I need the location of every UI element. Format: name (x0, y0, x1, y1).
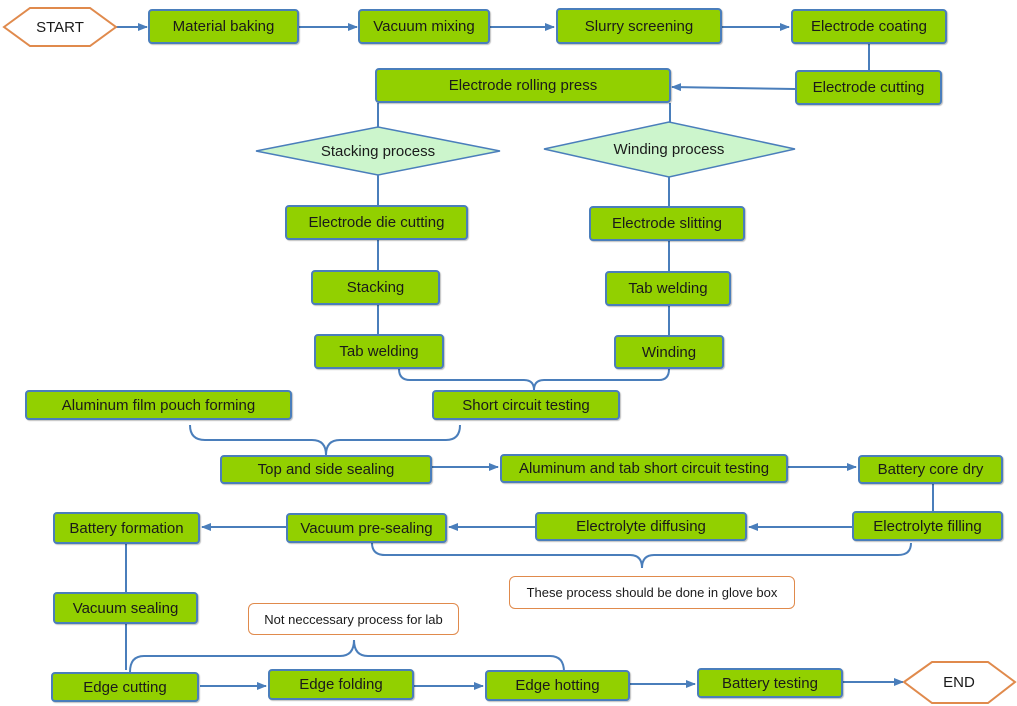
step-tab-welding-right: Tab welding (605, 271, 731, 306)
stacking-process-diamond (255, 126, 501, 176)
step-top-and-side-sealing: Top and side sealing (220, 455, 432, 484)
note-not-necessary: Not neccessary process for lab (248, 603, 459, 635)
step-vacuum-pre-sealing: Vacuum pre-sealing (286, 513, 447, 543)
brace-glove-box-group (371, 542, 912, 569)
step-electrode-die-cutting: Electrode die cutting (285, 205, 468, 240)
brace-not-necessary-group (129, 639, 565, 673)
winding-process-diamond (543, 121, 796, 178)
step-electrolyte-diffusing: Electrolyte diffusing (535, 512, 747, 541)
step-material-baking: Material baking (148, 9, 299, 44)
brace-merge-to-top-side-sealing (189, 424, 461, 456)
step-slurry-screening: Slurry screening (556, 8, 722, 44)
note-glove-box: These process should be done in glove bo… (509, 576, 795, 609)
stacking-process-label: Stacking process (321, 143, 435, 160)
step-electrode-cutting: Electrode cutting (795, 70, 942, 105)
step-stacking: Stacking (311, 270, 440, 305)
step-edge-folding: Edge folding (268, 669, 414, 700)
step-tab-welding-left: Tab welding (314, 334, 444, 369)
step-electrode-rolling-press: Electrode rolling press (375, 68, 671, 103)
arrow-cutting-to-rolling (671, 83, 796, 92)
step-battery-testing: Battery testing (697, 668, 843, 698)
brace-merge-to-short-circuit (398, 368, 670, 391)
step-electrode-slitting: Electrode slitting (589, 206, 745, 241)
step-battery-formation: Battery formation (53, 512, 200, 544)
end-terminal-shape (902, 661, 1017, 704)
step-vacuum-sealing: Vacuum sealing (53, 592, 198, 624)
winding-process-label: Winding process (614, 141, 725, 158)
step-winding: Winding (614, 335, 724, 369)
start-terminal-label: START (36, 19, 84, 36)
step-battery-core-dry: Battery core dry (858, 455, 1003, 484)
step-vacuum-mixing: Vacuum mixing (358, 9, 490, 44)
end-terminal-label: END (943, 674, 975, 691)
step-electrode-coating: Electrode coating (791, 9, 947, 44)
step-aluminum-film-pouch-forming: Aluminum film pouch forming (25, 390, 292, 420)
step-electrolyte-filling: Electrolyte filling (852, 511, 1003, 541)
step-aluminum-tab-short-circuit-testing: Aluminum and tab short circuit testing (500, 454, 788, 483)
step-short-circuit-testing: Short circuit testing (432, 390, 620, 420)
step-edge-hotting: Edge hotting (485, 670, 630, 701)
start-terminal-shape (2, 7, 118, 47)
step-edge-cutting: Edge cutting (51, 672, 199, 702)
